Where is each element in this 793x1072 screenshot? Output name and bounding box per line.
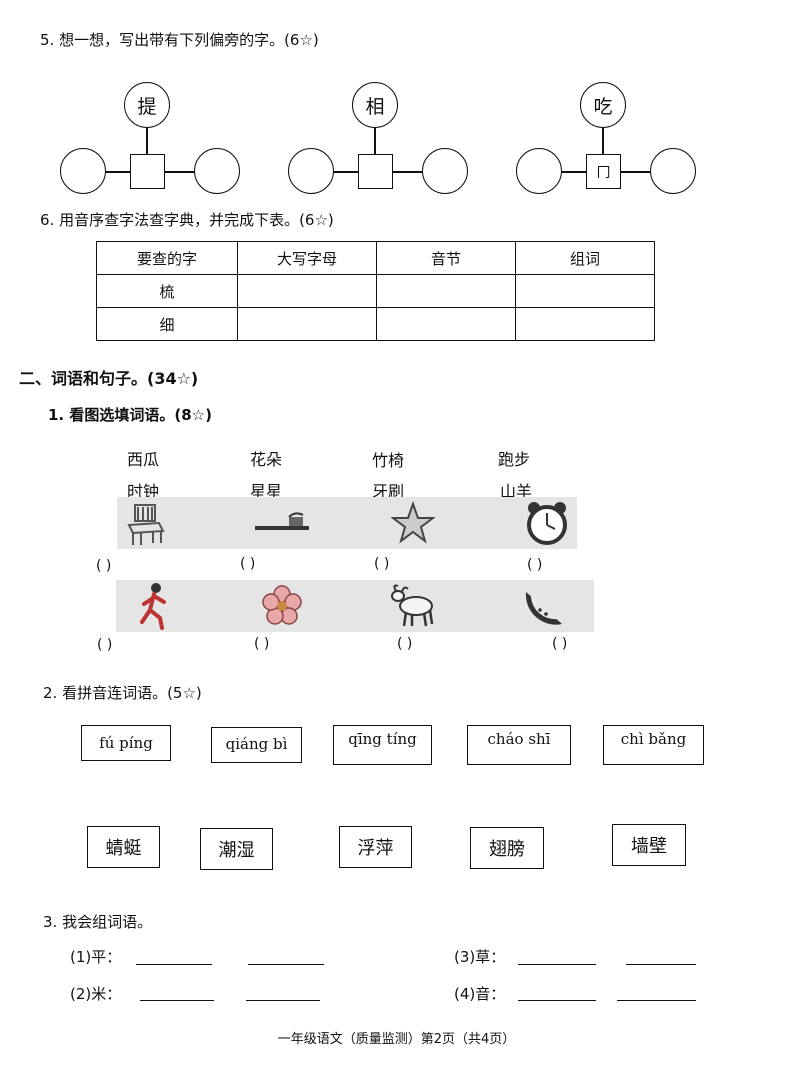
blank-line[interactable] xyxy=(140,1000,214,1001)
answer-circle-left[interactable] xyxy=(288,148,334,194)
answer-cell[interactable] xyxy=(237,307,377,341)
word-box[interactable]: 蜻蜓 xyxy=(87,826,160,868)
blank-line[interactable] xyxy=(518,1000,596,1001)
answer-cell[interactable] xyxy=(515,274,655,308)
word-prompt: (3)草： xyxy=(454,948,506,966)
center-hint: 冂 xyxy=(596,164,611,181)
header-cell: 组词 xyxy=(515,241,655,275)
blank-line[interactable] xyxy=(626,964,696,965)
answer-paren[interactable]: ( ) xyxy=(527,557,543,573)
radical-diagram-1: 提 xyxy=(60,82,260,197)
word-option: 西瓜 xyxy=(127,450,160,469)
word-prompt: (2)米： xyxy=(70,985,122,1003)
answer-paren[interactable]: ( ) xyxy=(96,558,112,574)
answer-circle-left[interactable] xyxy=(60,148,106,194)
section-title: 二、词语和句子。(34☆) xyxy=(19,369,199,388)
pinyin-box[interactable]: cháo shī xyxy=(467,725,571,765)
pinyin-box[interactable]: qīng tíng xyxy=(333,725,432,765)
chair-icon xyxy=(127,504,165,545)
word-box[interactable]: 墙壁 xyxy=(612,824,686,866)
lookup-table: 要查的字 大写字母 音节 组词 梳 细 xyxy=(96,241,655,341)
table-row: 细 xyxy=(96,307,655,341)
blank-line[interactable] xyxy=(136,964,212,965)
word-prompt: (1)平： xyxy=(70,948,122,966)
answer-circle-right[interactable] xyxy=(650,148,696,194)
answer-cell[interactable] xyxy=(376,307,516,341)
pinyin-box[interactable]: fú píng xyxy=(81,725,171,761)
answer-paren[interactable]: ( ) xyxy=(254,636,270,652)
word-option: 竹椅 xyxy=(372,451,405,470)
blank-line[interactable] xyxy=(246,1000,320,1001)
row-char: 梳 xyxy=(96,274,238,308)
picture-strip-1 xyxy=(117,497,577,549)
word-option: 牙刷 xyxy=(372,482,405,501)
running-person-icon xyxy=(140,583,166,630)
clock-icon xyxy=(527,502,567,545)
word-box[interactable]: 潮湿 xyxy=(200,828,273,870)
answer-circle-right[interactable] xyxy=(422,148,468,194)
answer-paren[interactable]: ( ) xyxy=(240,556,256,572)
blank-line[interactable] xyxy=(518,964,596,965)
picture-strip-2 xyxy=(116,580,594,632)
answer-paren[interactable]: ( ) xyxy=(397,636,413,652)
answer-circle-left[interactable] xyxy=(516,148,562,194)
answer-paren[interactable]: ( ) xyxy=(97,637,113,653)
radical-diagram-2: 相 xyxy=(288,82,488,197)
center-box: 冂 xyxy=(586,154,621,189)
word-option: 星星 xyxy=(250,482,283,501)
answer-paren[interactable]: ( ) xyxy=(552,636,568,652)
q6-title: 6. 用音序查字法查字典，并完成下表。(6☆) xyxy=(40,211,334,229)
answer-cell[interactable] xyxy=(376,274,516,308)
word-option: 山羊 xyxy=(500,482,533,501)
star-icon xyxy=(391,501,435,544)
page-footer: 一年级语文（质量监测）第2页（共4页） xyxy=(277,1032,516,1047)
flower-icon xyxy=(262,585,302,625)
header-cell: 大写字母 xyxy=(237,241,377,275)
table-row: 梳 xyxy=(96,274,655,308)
radical-char: 提 xyxy=(124,82,170,128)
table-header-row: 要查的字 大写字母 音节 组词 xyxy=(96,241,655,275)
connector-stem xyxy=(602,127,604,155)
pinyin-box[interactable]: chì bǎng xyxy=(603,725,704,765)
blank-line[interactable] xyxy=(617,1000,696,1001)
answer-cell[interactable] xyxy=(515,307,655,341)
word-option: 时钟 xyxy=(127,482,160,501)
radical-diagram-3: 吃 冂 xyxy=(516,82,716,197)
center-box xyxy=(130,154,165,189)
s2q3-title: 3. 我会组词语。 xyxy=(43,913,153,931)
radical-char: 相 xyxy=(352,82,398,128)
row-char: 细 xyxy=(96,307,238,341)
watermelon-icon xyxy=(525,592,562,625)
s2q2-title: 2. 看拼音连词语。(5☆) xyxy=(43,684,202,702)
answer-paren[interactable]: ( ) xyxy=(374,556,390,572)
connector-stem xyxy=(146,127,148,155)
answer-circle-right[interactable] xyxy=(194,148,240,194)
blank-line[interactable] xyxy=(248,964,324,965)
word-prompt: (4)音： xyxy=(454,985,506,1003)
toothbrush-icon xyxy=(255,512,309,530)
header-cell: 要查的字 xyxy=(96,241,238,275)
pinyin-box[interactable]: qiáng bì xyxy=(211,727,302,763)
word-option: 跑步 xyxy=(498,450,531,469)
radical-char: 吃 xyxy=(580,82,626,128)
header-cell: 音节 xyxy=(376,241,516,275)
word-box[interactable]: 翅膀 xyxy=(470,827,544,869)
center-box xyxy=(358,154,393,189)
q5-title: 5. 想一想，写出带有下列偏旁的字。(6☆) xyxy=(40,31,319,49)
connector-stem xyxy=(374,127,376,155)
word-option: 花朵 xyxy=(250,450,283,469)
word-box[interactable]: 浮萍 xyxy=(339,826,412,868)
goat-icon xyxy=(391,584,434,627)
s2q1-title: 1. 看图选填词语。(8☆) xyxy=(48,406,212,424)
answer-cell[interactable] xyxy=(237,274,377,308)
